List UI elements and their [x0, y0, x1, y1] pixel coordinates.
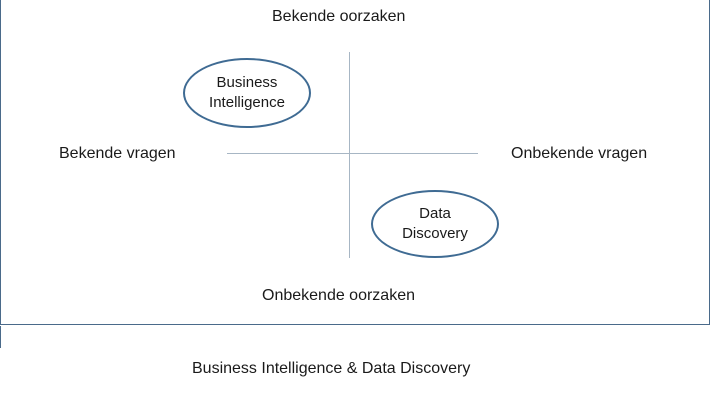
axis-label-top: Bekende oorzaken	[272, 8, 406, 25]
axis-label-right: Onbekende vragen	[511, 145, 648, 162]
data-discovery-label: Data Discovery	[402, 205, 468, 242]
horizontal-axis	[227, 153, 478, 154]
business-intelligence-bubble: Business Intelligence	[183, 58, 311, 128]
figure-caption: Business Intelligence & Data Discovery	[192, 360, 471, 377]
vertical-axis	[349, 52, 350, 258]
axis-label-bottom: Onbekende oorzaken	[262, 287, 415, 304]
data-discovery-bubble: Data Discovery	[371, 190, 499, 258]
axis-label-left: Bekende vragen	[59, 145, 176, 162]
business-intelligence-label: Business Intelligence	[209, 74, 285, 111]
frame-tick	[0, 326, 1, 348]
